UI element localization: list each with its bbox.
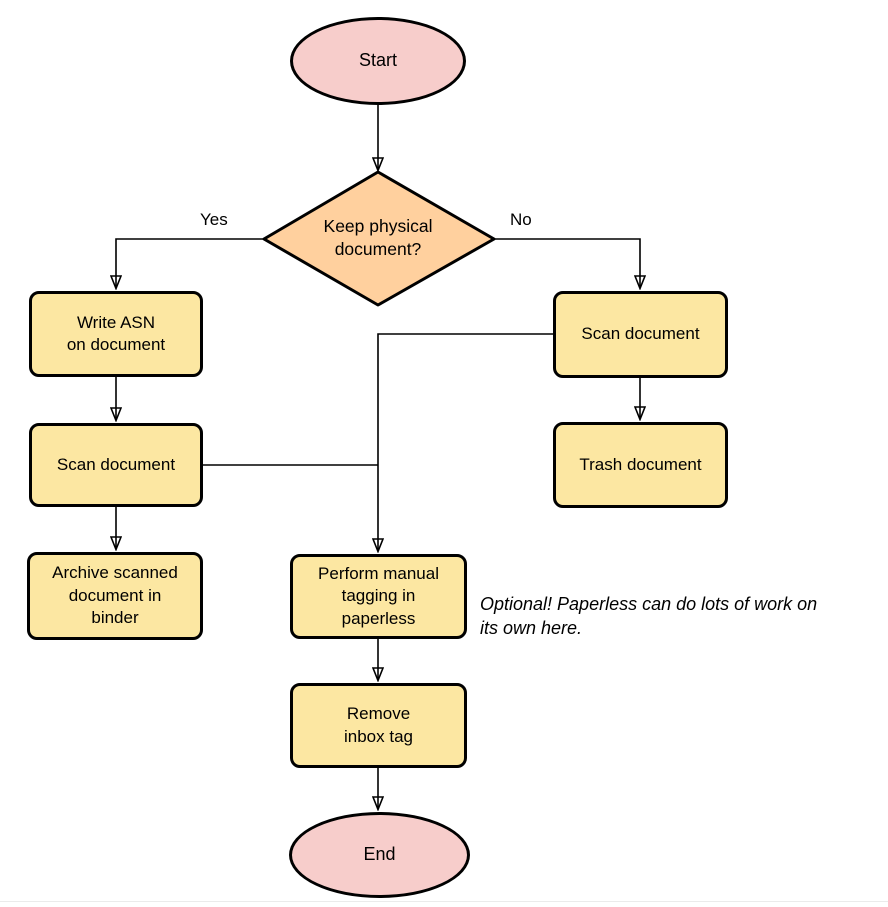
node-scan-document-right: Scan document <box>553 291 728 378</box>
decision-diamond-shape <box>262 170 496 307</box>
node-write-asn: Write ASN on document <box>29 291 203 377</box>
node-start: Start <box>290 17 466 105</box>
edge-scan-right-to-tagging <box>378 333 553 551</box>
node-archive-in-binder: Archive scanned document in binder <box>27 552 203 640</box>
optional-annotation: Optional! Paperless can do lots of work … <box>480 594 818 639</box>
edge-label-yes: Yes <box>197 210 231 230</box>
page-bottom-divider <box>0 901 888 902</box>
node-end: End <box>289 812 470 898</box>
node-manual-tagging: Perform manual tagging in paperless <box>290 554 467 639</box>
edge-label-no: No <box>507 210 535 230</box>
node-scan-document-left: Scan document <box>29 423 203 507</box>
edge-decision-yes-to-write-asn <box>116 238 264 288</box>
node-remove-inbox-tag: Remove inbox tag <box>290 683 467 768</box>
node-trash-document: Trash document <box>553 422 728 508</box>
edge-decision-no-to-scan-right <box>494 238 640 288</box>
node-decision-label: Keep physical document? <box>323 215 433 259</box>
